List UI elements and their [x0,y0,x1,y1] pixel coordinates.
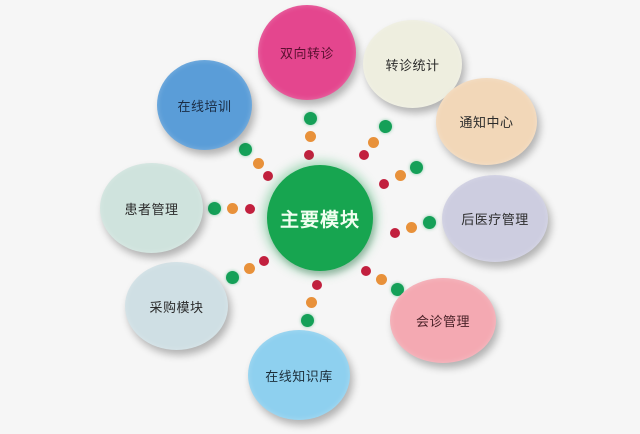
connector-dot-green [409,160,423,174]
connector-dot-orange [375,273,387,285]
module-label: 在线培训 [177,99,232,115]
module-online-training[interactable]: 在线培训 [157,60,252,150]
module-online-knowledge-base[interactable]: 在线知识库 [248,330,350,420]
connector-dot-orange [243,262,255,274]
connector-dot-green [207,201,221,215]
connector-dot-green [390,282,404,296]
module-label: 后医疗管理 [461,213,529,228]
module-label: 通知中心 [459,116,514,131]
module-patient-management[interactable]: 患者管理 [100,163,203,253]
connector-dot-green [303,111,317,125]
module-post-medical-management[interactable]: 后医疗管理 [442,175,548,262]
connector-dot-red [304,150,314,160]
module-label: 会诊管理 [415,315,470,330]
connector-dot-green [378,119,392,133]
connector-dot-red [312,280,322,290]
center-hub-label: 主要模块 [279,208,360,231]
connector-dot-orange [304,130,316,142]
connector-dot-green [225,270,239,284]
connector-dot-red [390,228,400,238]
connector-dot-red [263,171,273,181]
connector-dot-green [300,313,314,327]
module-label: 采购模块 [149,300,204,316]
connector-dot-orange [305,296,317,308]
connector-dot-red [361,266,371,276]
module-label: 患者管理 [124,202,179,218]
connector-dot-orange [367,136,379,148]
module-consultation-management[interactable]: 会诊管理 [390,278,496,363]
module-label: 双向转诊 [279,47,334,62]
connector-dot-orange [252,157,264,169]
connector-dot-red [245,204,255,214]
connector-dot-green [422,215,436,229]
connector-dot-red [359,150,369,160]
connector-dot-red [379,179,389,189]
connector-dot-orange [226,202,238,214]
center-hub[interactable]: 主要模块 [267,165,373,271]
module-notification-center[interactable]: 通知中心 [436,78,537,165]
connector-dot-orange [394,169,406,181]
module-label: 在线知识库 [265,369,333,385]
module-label: 转诊统计 [385,58,440,74]
module-procurement-module[interactable]: 采购模块 [125,262,228,350]
module-bidirectional-referral[interactable]: 双向转诊 [258,5,356,100]
connector-dot-orange [405,221,417,233]
connector-dot-red [259,256,269,266]
module-referral-statistics[interactable]: 转诊统计 [363,20,462,108]
connector-dot-green [238,142,252,156]
